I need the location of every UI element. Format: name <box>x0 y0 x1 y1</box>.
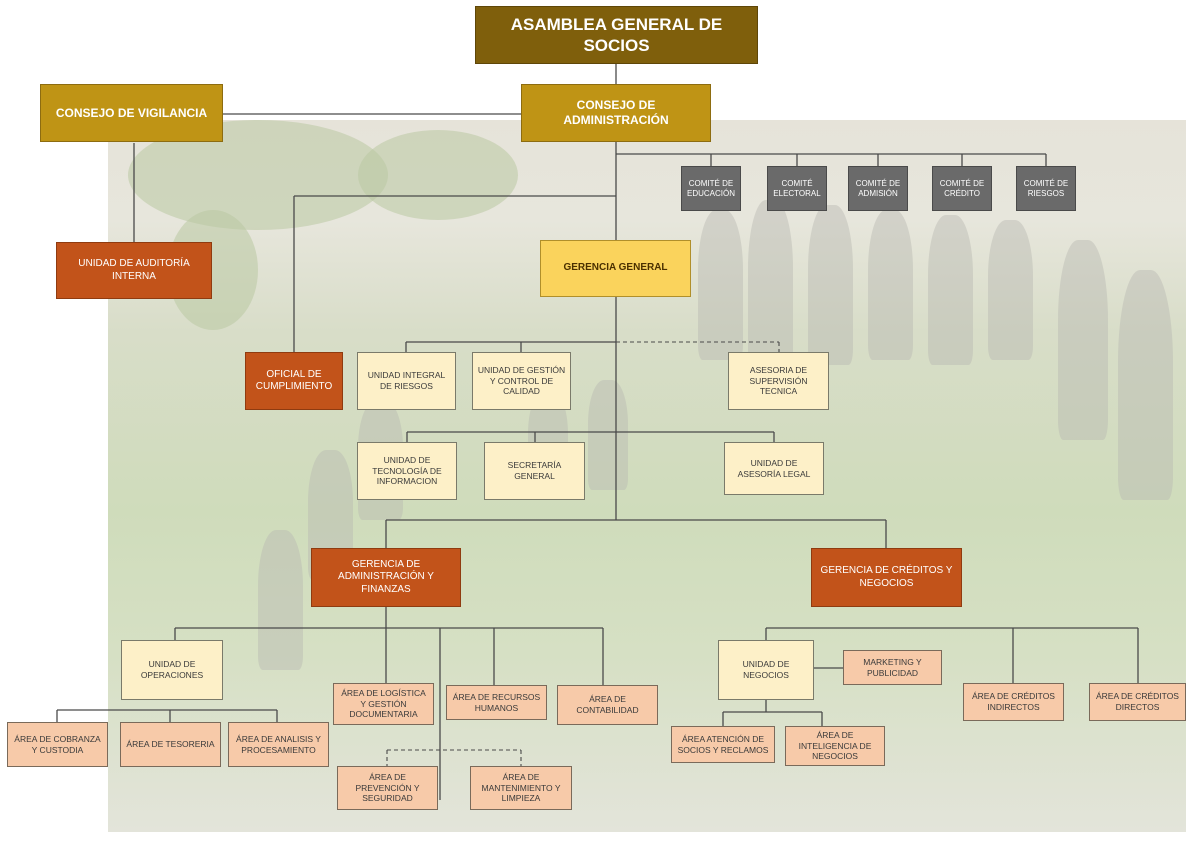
marketing-publicidad-box: MARKETING Y PUBLICIDAD <box>843 650 942 685</box>
gerencia-creditos-box: GERENCIA DE CRÉDITOS Y NEGOCIOS <box>811 548 962 607</box>
gerencia-general-box: GERENCIA GENERAL <box>540 240 691 297</box>
gerencia-administracion-box: GERENCIA DE ADMINISTRACIÓN Y FINANZAS <box>311 548 461 607</box>
unidad-gestion-calidad-box: UNIDAD DE GESTIÓN Y CONTROL DE CALIDAD <box>472 352 571 410</box>
area-creditos-directos-box: ÁREA DE CRÉDITOS DIRECTOS <box>1089 683 1186 721</box>
area-creditos-indirectos-box: ÁREA DE CRÉDITOS INDIRECTOS <box>963 683 1064 721</box>
unidad-riesgos-box: UNIDAD INTEGRAL DE RIESGOS <box>357 352 456 410</box>
unidad-auditoria-box: UNIDAD DE AUDITORÍA INTERNA <box>56 242 212 299</box>
comite-credito-box: COMITÉ DE CRÉDITO <box>932 166 992 211</box>
consejo-administracion-box: CONSEJO DE ADMINISTRACIÓN <box>521 84 711 142</box>
oficial-cumplimiento-box: OFICIAL DE CUMPLIMIENTO <box>245 352 343 410</box>
area-atencion-socios-box: ÁREA ATENCIÓN DE SOCIOS Y RECLAMOS <box>671 726 775 763</box>
area-logistica-box: ÁREA DE LOGÍSTICA Y GESTIÓN DOCUMENTARIA <box>333 683 434 725</box>
asesoria-supervision-box: ASESORIA DE SUPERVISIÓN TECNICA <box>728 352 829 410</box>
comite-riesgos-box: COMITÉ DE RIESGOS <box>1016 166 1076 211</box>
asamblea-general-box: ASAMBLEA GENERAL DE SOCIOS <box>475 6 758 64</box>
unidad-negocios-box: UNIDAD DE NEGOCIOS <box>718 640 814 700</box>
unidad-operaciones-box: UNIDAD DE OPERACIONES <box>121 640 223 700</box>
comite-educacion-box: COMITÉ DE EDUCACIÓN <box>681 166 741 211</box>
comite-electoral-box: COMITÉ ELECTORAL <box>767 166 827 211</box>
area-mantenimiento-box: ÁREA DE MANTENIMIENTO Y LIMPIEZA <box>470 766 572 810</box>
comite-admision-box: COMITÉ DE ADMISIÓN <box>848 166 908 211</box>
area-cobranza-box: ÁREA DE COBRANZA Y CUSTODIA <box>7 722 108 767</box>
area-inteligencia-box: ÁREA DE INTELIGENCIA DE NEGOCIOS <box>785 726 885 766</box>
area-analisis-box: ÁREA DE ANALISIS Y PROCESAMIENTO <box>228 722 329 767</box>
asesoria-legal-box: UNIDAD DE ASESORÍA LEGAL <box>724 442 824 495</box>
area-prevencion-box: ÁREA DE PREVENCIÓN Y SEGURIDAD <box>337 766 438 810</box>
consejo-vigilancia-box: CONSEJO DE VIGILANCIA <box>40 84 223 142</box>
unidad-tecnologia-box: UNIDAD DE TECNOLOGÍA DE INFORMACION <box>357 442 457 500</box>
secretaria-general-box: SECRETARÍA GENERAL <box>484 442 585 500</box>
area-recursos-humanos-box: ÁREA DE RECURSOS HUMANOS <box>446 685 547 720</box>
area-contabilidad-box: ÁREA DE CONTABILIDAD <box>557 685 658 725</box>
area-tesoreria-box: ÁREA DE TESORERIA <box>120 722 221 767</box>
